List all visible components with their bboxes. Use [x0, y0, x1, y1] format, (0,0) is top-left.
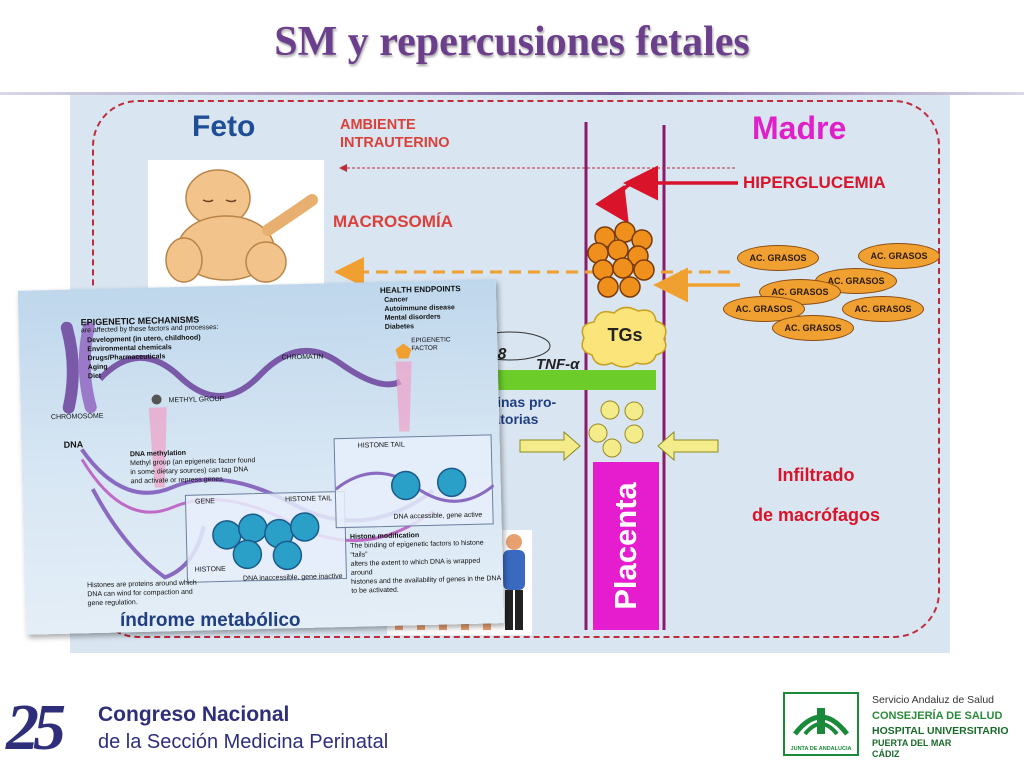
seccion-label: de la Sección Medicina Perinatal: [98, 731, 389, 753]
sas-label: Servicio Andaluz de Salud: [872, 694, 994, 706]
right-infiltration-arrow: [657, 430, 719, 462]
puerta-label: PUERTA DEL MAR: [872, 738, 952, 748]
epigenetic-factors-list: Development (in utero, childhood) Enviro…: [87, 333, 202, 381]
macrosomia-label: MACROSOMÍA: [333, 212, 453, 231]
ac-grasos-1: AC. GRASOS: [737, 245, 819, 271]
ambiente-line-1: AMBIENTE: [340, 117, 416, 133]
chromatin-strand: [97, 348, 402, 399]
ac-grasos-6: AC. GRASOS: [842, 296, 924, 322]
methyl-beam: [148, 407, 167, 488]
consejeria-label: CONSEJERÍA DE SALUD: [872, 710, 1003, 722]
ac-grasos-5: AC. GRASOS: [723, 296, 805, 322]
green-bar: [490, 370, 656, 390]
tnf-label: TNF-α: [536, 356, 580, 373]
factor-beam: [395, 361, 412, 432]
placenta-label: Placenta: [608, 482, 644, 610]
methyl-group-label: METHYL GROUP: [168, 395, 225, 405]
gene-label: GENE: [194, 498, 216, 506]
tgs-label: TGs: [607, 325, 643, 345]
junta-label: JUNTA DE ANDALUCIA: [790, 746, 852, 752]
placenta-label-wrap: Placenta: [593, 462, 659, 630]
cadiz-label: CÁDIZ: [872, 749, 900, 759]
epigenetic-factor-label: EPIGENETIC FACTOR: [411, 336, 451, 353]
epigenetic-factor-line-2: FACTOR: [411, 344, 438, 353]
histone-panel-inactive: [184, 490, 348, 583]
histone-mod-text: Histone modification The binding of epig…: [350, 529, 503, 596]
title-divider: [0, 92, 1024, 95]
sindrome-label: índrome metabólico: [120, 610, 301, 631]
dna-methylation-text: DNA methylation Methyl group (an epigene…: [130, 447, 256, 486]
nucleosomes-inactive-icon: [212, 512, 320, 571]
histone-panel-active: [333, 434, 495, 529]
epigenetic-factor-pentagon: [395, 343, 412, 359]
histone-label: HISTONE: [194, 565, 226, 574]
junta-emblem-icon: [793, 708, 849, 736]
chromosome-icon: [60, 321, 97, 414]
ac-grasos-7: AC. GRASOS: [772, 315, 854, 341]
nucleosomes-active-icon: [334, 467, 495, 503]
placenta-box: [593, 462, 659, 630]
congress-25-logo: 25: [6, 691, 66, 764]
junta-andalucia-logo: JUNTA DE ANDALUCIA: [783, 692, 859, 756]
health-item-4: Diabetes: [384, 323, 415, 331]
chromosome-label: CHROMOSOME: [50, 412, 104, 422]
congreso-label: Congreso Nacional: [98, 703, 290, 726]
histones-text: Histones are proteins around which DNA c…: [87, 579, 197, 609]
hiperglucemia-curve: [595, 181, 633, 224]
baby-icon: [165, 169, 318, 283]
chromatin-label: CHROMATIN: [281, 353, 324, 362]
macrophage-cells: [588, 400, 644, 458]
madre-label: Madre: [752, 110, 847, 146]
hospital-label: HOSPITAL UNIVERSITARIO: [872, 725, 1009, 737]
hiperglucemia-label: HIPERGLUCEMIA: [743, 173, 886, 192]
histone-tail-label-1: HISTONE TAIL: [284, 495, 333, 504]
ac-grasos-2: AC. GRASOS: [858, 243, 940, 269]
feto-label: Feto: [192, 110, 256, 143]
baby-image: [148, 160, 324, 290]
infiltrado-line-1: Infiltrado: [777, 465, 855, 485]
citoquinas-line-1: quinas pro-: [480, 394, 557, 410]
infiltrado-line-2: de macrófagos: [751, 505, 881, 525]
glucose-cluster: [587, 221, 655, 298]
ambiente-label: AMBIENTE INTRAUTERINO: [340, 116, 450, 152]
dna-label: DNA: [63, 439, 84, 450]
left-infiltration-arrow: [519, 430, 581, 462]
infiltrado-label: Infiltrado de macrófagos: [716, 455, 916, 535]
methyl-group-dot: [151, 394, 162, 405]
epigenetics-inset: EPIGENETIC MECHANISMS are affected by th…: [17, 279, 505, 635]
health-list: Cancer Autoimmune disease Mental disorde…: [384, 294, 455, 332]
slide-title: SM y repercusiones fetales: [274, 19, 750, 65]
ambiente-line-2: INTRAUTERINO: [340, 135, 450, 151]
tgs-cloud: [581, 306, 667, 368]
histone-tail-label-2: HISTONE TAIL: [357, 441, 405, 450]
